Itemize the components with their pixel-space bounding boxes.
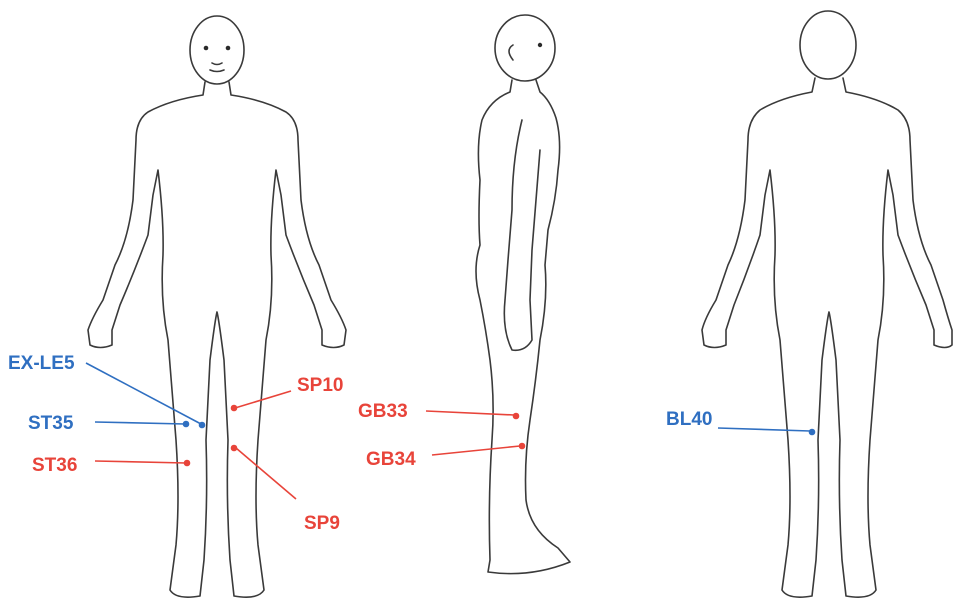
front-mouth xyxy=(210,70,224,72)
sp10-leader-line xyxy=(235,391,291,408)
front-left-eye xyxy=(204,46,209,51)
front-nose xyxy=(212,63,222,65)
side-body-outline xyxy=(476,80,570,574)
sp10-point xyxy=(231,405,238,412)
st36-label: ST36 xyxy=(32,455,77,476)
bl40-point xyxy=(809,429,816,436)
side-eye xyxy=(538,43,542,47)
front-head xyxy=(190,16,244,84)
front-right-eye xyxy=(226,46,231,51)
gb34-point xyxy=(519,443,526,450)
gb33-point xyxy=(513,413,520,420)
ex-le5-label: EX-LE5 xyxy=(8,353,75,374)
front-view-figure xyxy=(88,16,346,597)
gb34-leader-line xyxy=(432,446,520,455)
ex-le5-point xyxy=(199,422,206,429)
side-arm xyxy=(504,120,540,350)
side-head xyxy=(495,15,555,81)
back-body-outline xyxy=(702,78,952,597)
bl40-label: BL40 xyxy=(666,409,712,430)
sp10-label: SP10 xyxy=(297,375,343,396)
ex-le5-leader-line xyxy=(86,363,201,424)
st36-point xyxy=(184,460,191,467)
sp9-label: SP9 xyxy=(304,513,340,534)
bl40-leader-line xyxy=(718,428,810,431)
back-view-figure xyxy=(702,11,952,597)
gb33-label: GB33 xyxy=(358,401,408,422)
st35-point xyxy=(183,421,190,428)
st35-label: ST35 xyxy=(28,413,74,434)
side-ear xyxy=(509,45,513,60)
sp9-point xyxy=(231,445,238,452)
gb33-leader-line xyxy=(426,411,514,415)
st35-leader-line xyxy=(95,422,185,424)
sp9-leader-line xyxy=(236,448,296,499)
back-head xyxy=(800,11,856,79)
gb34-label: GB34 xyxy=(366,449,416,470)
side-view-figure xyxy=(476,15,570,574)
st36-leader-line xyxy=(95,461,186,463)
